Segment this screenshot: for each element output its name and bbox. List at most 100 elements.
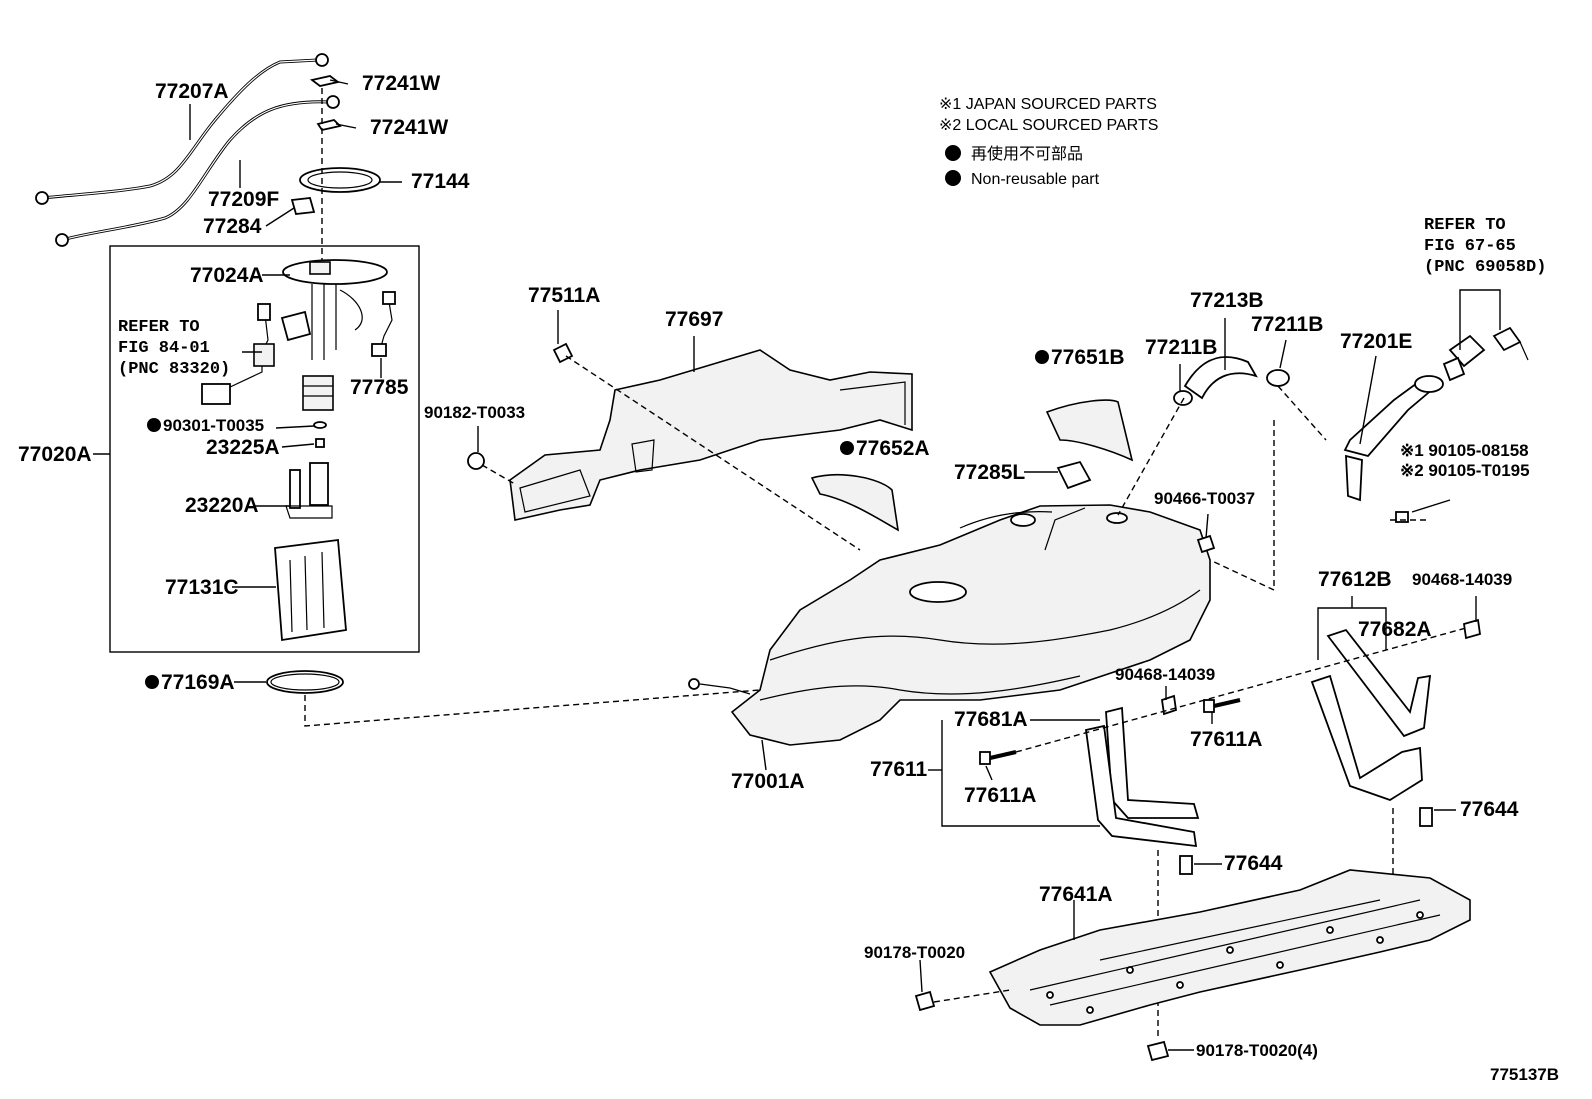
legend-local-sourced: ※2 LOCAL SOURCED PARTS [939,117,1158,134]
legend: ※1 JAPAN SOURCED PARTS ※2 LOCAL SOURCED … [939,96,1158,188]
label-90105-08158: ※1 90105-08158 [1400,441,1529,460]
label-77207A: 77207A [155,80,229,103]
fuel-tank-77001A [688,504,1211,746]
non-reusable-dot-icon [1035,350,1049,364]
label-77682A: 77682A [1358,618,1432,641]
tank-band-77681A [1084,706,1200,848]
under-guard-77641A [988,869,1471,1026]
clamp-77211B [1173,390,1193,406]
label-23220A: 23220A [185,494,259,517]
label-77785: 77785 [350,376,409,399]
non-reusable-dot-icon [945,145,961,161]
label-77651B: 77651B [1051,346,1125,369]
leader-dash [565,355,861,551]
nut-90178 [914,990,936,1012]
sender-gauge [201,303,275,405]
label-77169A: 77169A [161,671,235,694]
pad-77651B [1045,399,1134,462]
label-90178-T0020-4: 90178-T0020(4) [1196,1041,1318,1060]
label-77285L: 77285L [954,461,1025,484]
label-77641A: 77641A [1039,883,1113,906]
tank-band-77682A [1326,628,1432,738]
label-77697: 77697 [665,308,723,331]
ref-fig67-line1: REFER TO [1424,216,1506,235]
label-77611A-right: 77611A [1190,728,1262,751]
legend-non-reusable-jp: 再使用不可部品 [971,145,1083,163]
clip-90468 [1462,618,1482,640]
harness-77785 [371,291,396,357]
pad-77652A [810,473,900,532]
label-90466-T0037: 90466-T0037 [1154,489,1255,508]
part-labels: 77207A 77241W 77241W 77144 77209F 77284 … [18,72,1559,1084]
non-reusable-dot-icon [147,418,161,432]
cushion-23225A [315,438,325,448]
label-77001A: 77001A [731,770,805,793]
hose-77213B [1183,356,1258,400]
label-77611: 77611 [870,758,928,781]
label-77144: 77144 [411,170,470,193]
leader-lines [93,79,1501,1051]
label-77611A-left: 77611A [964,784,1036,807]
filter-element [302,375,334,411]
ref-fig67-line2: FIG 67-65 [1424,237,1516,256]
label-90178-T0020: 90178-T0020 [864,943,965,962]
gasket-to-tank-line [304,689,761,727]
non-reusable-dot-icon [145,675,159,689]
label-77020A: 77020A [18,443,92,466]
clip-77284 [290,197,316,215]
clip-90466 [1196,534,1216,554]
label-77201E: 77201E [1340,330,1412,353]
label-77131C: 77131C [165,576,239,599]
label-77024A: 77024A [190,264,264,287]
fuel-pump-23220A [285,462,333,519]
clamp-77211B [1266,369,1290,387]
nut-90178 [1146,1040,1170,1062]
protector-77697 [509,349,913,521]
label-90182-T0033: 90182-T0033 [424,403,525,422]
ref-fig84-line1: REFER TO [118,318,200,337]
non-reusable-dot-icon [840,441,854,455]
label-90468-14039-center: 90468-14039 [1115,665,1215,684]
nut-90182 [467,452,485,470]
suction-filter-77131C [274,538,347,642]
legend-non-reusable-en: Non-reusable part [971,171,1100,188]
ref-fig84-line2: FIG 84-01 [118,339,210,358]
label-77284: 77284 [203,215,262,238]
label-77644-right: 77644 [1460,798,1519,821]
label-77241W-upper: 77241W [362,72,440,95]
label-77681A: 77681A [954,708,1028,731]
gasket-77169A [266,670,344,694]
label-77213B: 77213B [1190,289,1264,312]
bolt-77611A [979,750,1017,765]
legend-japan-sourced: ※1 JAPAN SOURCED PARTS [939,96,1157,113]
label-23225A: 23225A [206,436,280,459]
ref-fig67-line3: (PNC 69058D) [1424,258,1546,277]
label-77612B: 77612B [1318,568,1392,591]
fuel-key [1492,326,1529,361]
o-ring-90301 [313,421,327,429]
label-90468-14039-right: 90468-14039 [1412,570,1512,589]
label-77652A: 77652A [856,437,930,460]
fuel-line-77207A [35,53,329,205]
fuel-pump-assembly-frame [109,245,420,653]
clip-77241W [309,75,342,132]
label-77211B-right: 77211B [1251,313,1323,336]
fuel-cap [1442,334,1486,382]
label-77211B-left: 77211B [1145,336,1217,359]
tank-band-77612B [1310,674,1423,801]
label-77511A: 77511A [528,284,600,307]
clip-77511A [552,342,574,364]
bolt-90105 [1395,511,1409,523]
fuel-line-77209F [55,95,340,247]
ref-fig84-line3: (PNC 83320) [118,360,230,379]
label-77644-center: 77644 [1224,852,1283,875]
label-90301-T0035: 90301-T0035 [163,416,264,435]
bracket-77285L [1056,460,1092,490]
bolt-77611A [1203,698,1241,713]
bolt-77644 [1179,855,1193,875]
label-77241W-lower: 77241W [370,116,448,139]
bolt-77644 [1419,807,1433,827]
filler-pipe-77201E [1343,375,1444,502]
label-77209F: 77209F [208,188,279,211]
